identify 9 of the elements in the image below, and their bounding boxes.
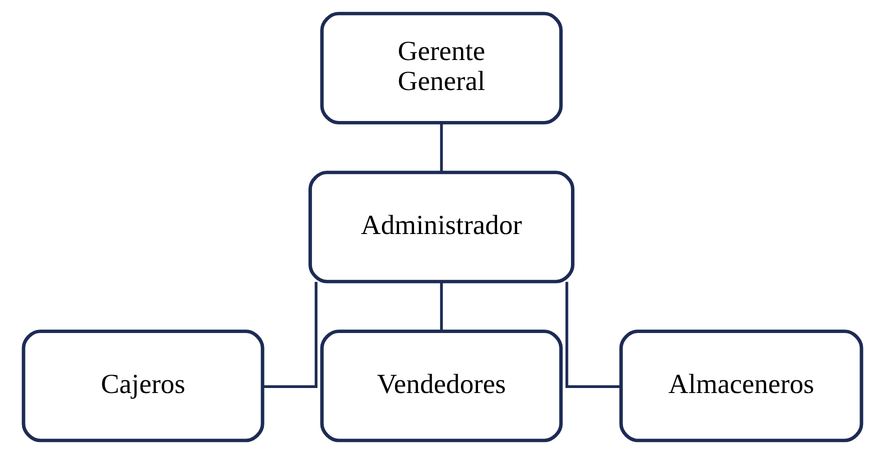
connector	[565, 282, 621, 388]
node-box: Administrador	[308, 170, 574, 284]
connector	[440, 282, 443, 332]
node-box: Gerente General	[320, 12, 563, 124]
node-box: Vendedores	[320, 330, 563, 442]
node-box: Almaceneros	[619, 330, 864, 442]
connector	[262, 282, 318, 388]
node-box: Cajeros	[22, 330, 264, 442]
connector	[440, 122, 443, 172]
